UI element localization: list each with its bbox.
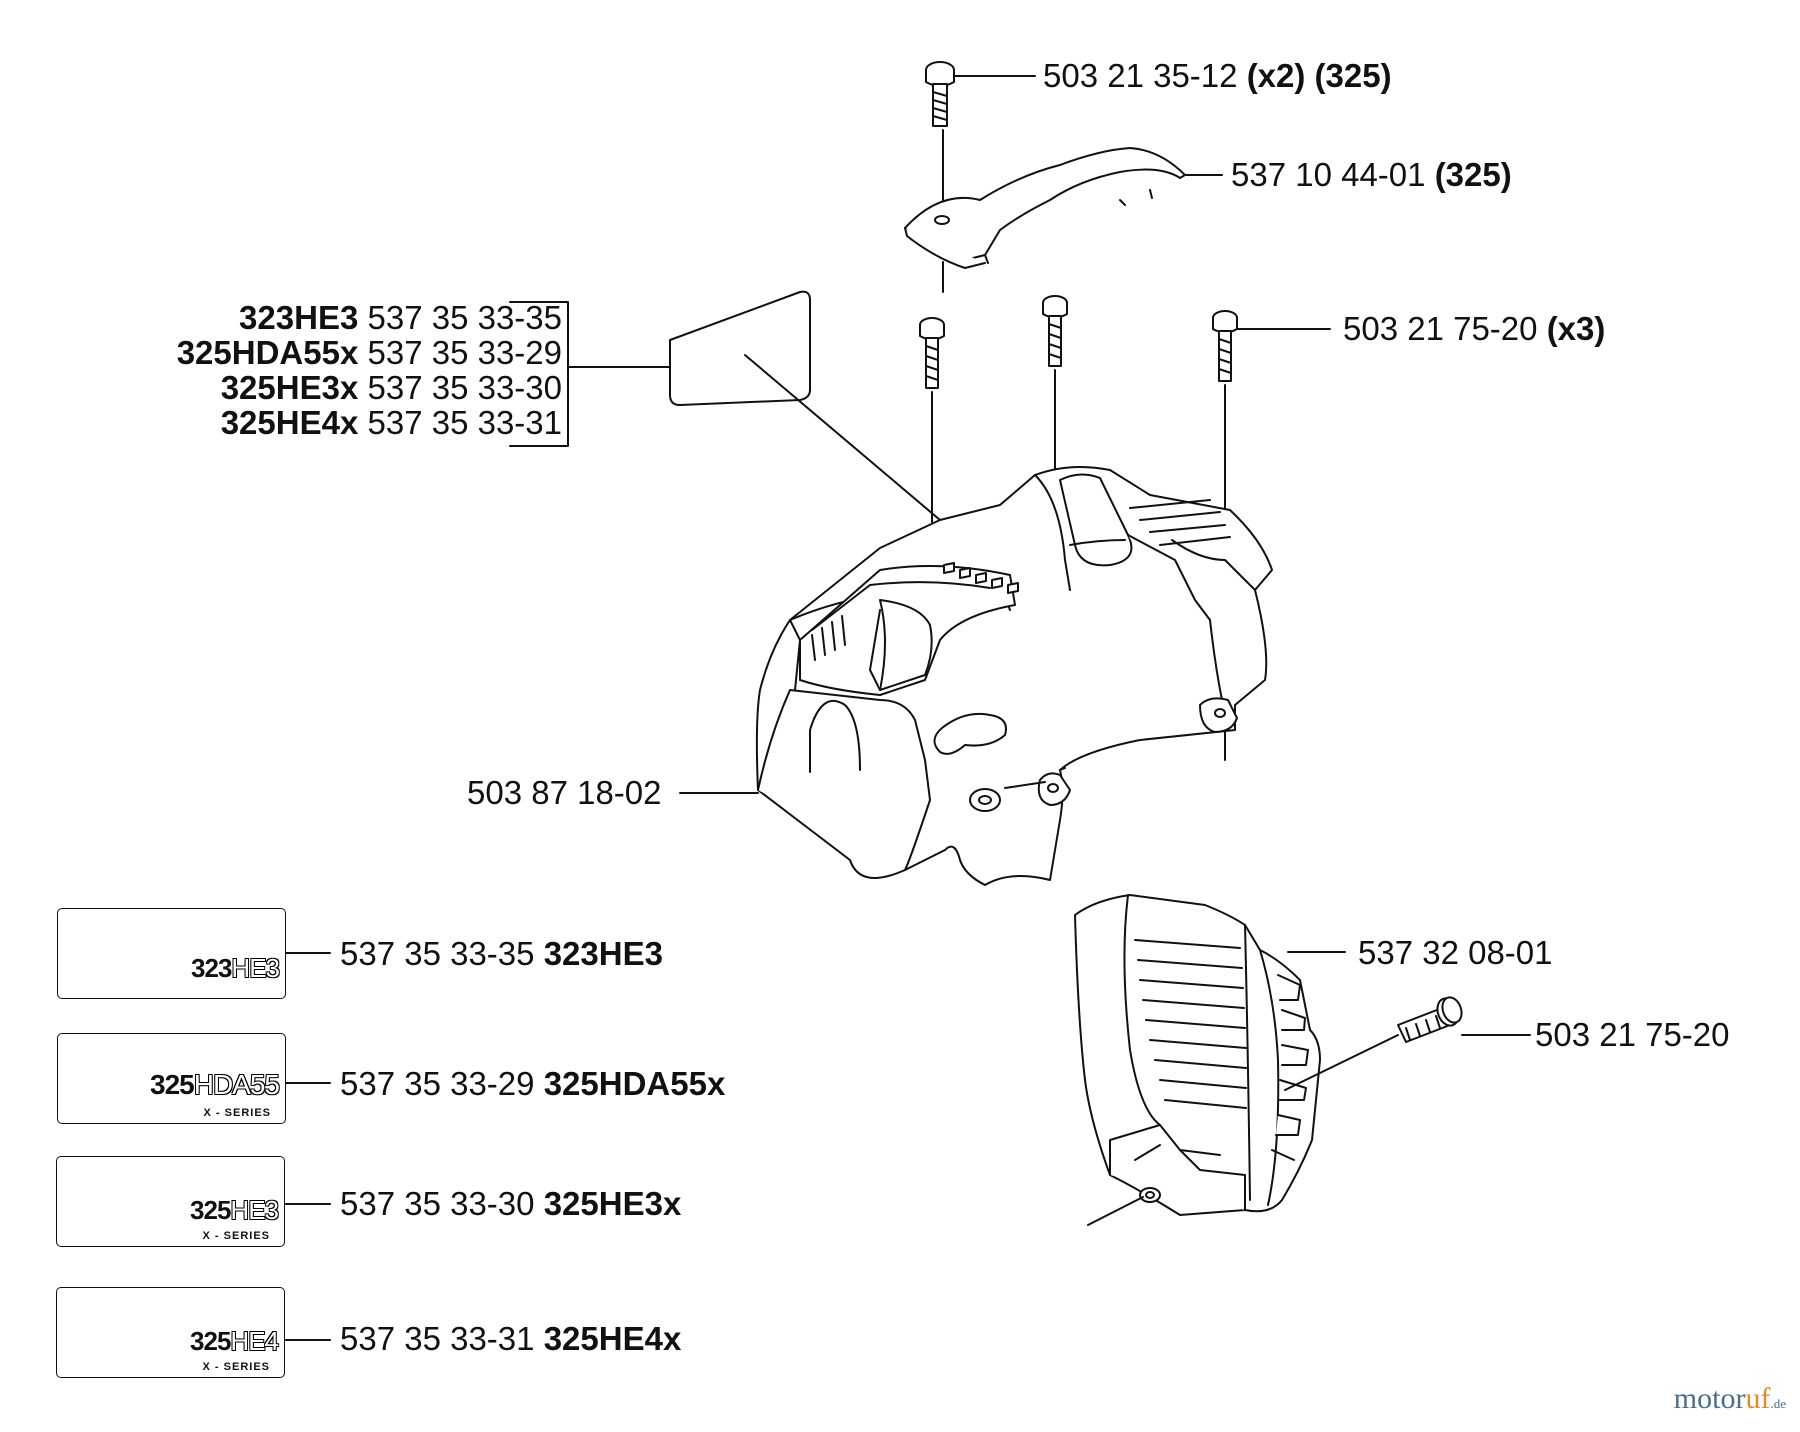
side-cover bbox=[1074, 894, 1321, 1216]
label-screws-x3: 503 21 75-20 (x3) bbox=[1343, 310, 1606, 347]
label-decal-325hda55x: 537 35 33-29 325HDA55x bbox=[340, 1065, 726, 1102]
decal-group-row: 325HDA55x 537 35 33-29 bbox=[176, 334, 562, 371]
decal-group-row: 323HE3 537 35 33-35 bbox=[239, 299, 562, 336]
decal-group-list: 323HE3 537 35 33-35 325HDA55x 537 35 33-… bbox=[177, 300, 562, 440]
decal-series: X - SERIES bbox=[202, 1361, 270, 1373]
housing-decal bbox=[669, 290, 811, 406]
label-screw-side: 503 21 75-20 bbox=[1535, 1016, 1730, 1053]
watermark-logo: motoruf.de bbox=[1673, 1382, 1786, 1415]
label-decal-325he3x: 537 35 33-30 325HE3x bbox=[340, 1185, 682, 1222]
handle-cover bbox=[904, 147, 1186, 269]
decal-logo: 323HE3 bbox=[191, 953, 280, 983]
label-handle-cover: 537 10 44-01 (325) bbox=[1231, 156, 1512, 193]
decal-group-bracket bbox=[509, 301, 569, 447]
screw-side bbox=[1397, 996, 1463, 1043]
decal-series: X - SERIES bbox=[203, 1107, 271, 1119]
decal-325he4x: 325HE4 X - SERIES bbox=[56, 1287, 285, 1378]
decal-325he3x: 325HE3 X - SERIES bbox=[56, 1156, 285, 1247]
decal-323he3: 323HE3 bbox=[57, 908, 286, 999]
decal-325hda55x: 325HDA55 X - SERIES bbox=[57, 1033, 286, 1124]
decal-logo: 325HE3 bbox=[190, 1195, 279, 1225]
decal-group-row: 325HE3x 537 35 33-30 bbox=[220, 369, 562, 406]
screw-2 bbox=[1042, 295, 1068, 367]
decal-logo: 325HE4 bbox=[190, 1326, 279, 1356]
label-decal-323he3: 537 35 33-35 323HE3 bbox=[340, 935, 663, 972]
label-screw-top: 503 21 35-12 (x2) (325) bbox=[1043, 57, 1392, 94]
screw-3 bbox=[1212, 310, 1238, 382]
main-housing bbox=[755, 466, 1273, 886]
label-decal-325he4x: 537 35 33-31 325HE4x bbox=[340, 1320, 682, 1357]
decal-logo: 325HDA55 bbox=[150, 1069, 280, 1100]
decal-series: X - SERIES bbox=[202, 1230, 270, 1242]
screw-1 bbox=[919, 317, 945, 389]
decal-group-row: 325HE4x 537 35 33-31 bbox=[220, 404, 562, 441]
screw-top bbox=[925, 61, 955, 127]
label-housing: 503 87 18-02 bbox=[467, 774, 662, 811]
label-side-cover: 537 32 08-01 bbox=[1358, 934, 1553, 971]
